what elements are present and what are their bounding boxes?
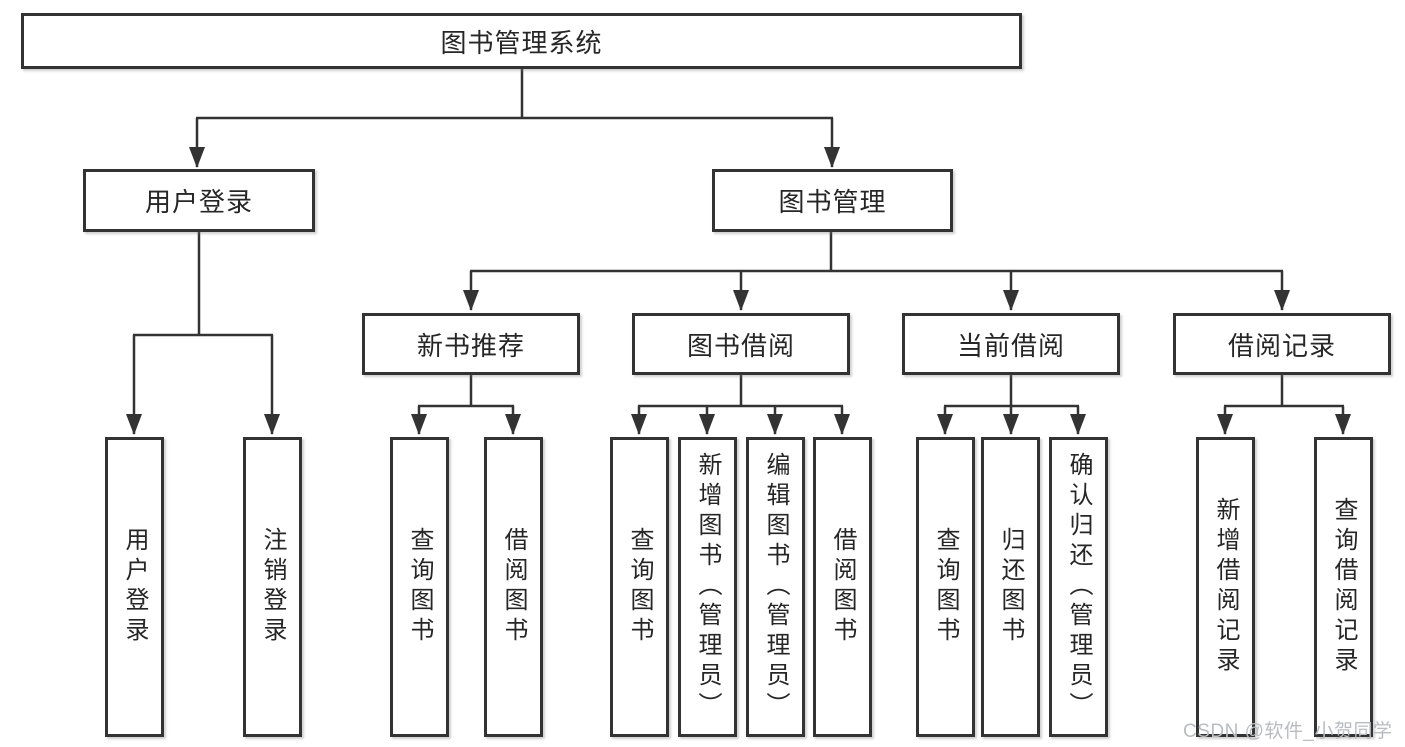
leaf-query-borrow-record: 查询借阅记录 — [1314, 437, 1373, 737]
node-book-management: 图书管理 — [712, 169, 953, 232]
leaf-borrow-books-recommend: 借阅图书 — [484, 437, 543, 737]
leaf-logout: 注销登录 — [243, 437, 302, 737]
leaf-add-books-admin: 新增图书（管理员） — [678, 437, 737, 737]
leaf-query-books-borrowing: 查询图书 — [610, 437, 669, 737]
node-current-borrowing: 当前借阅 — [902, 313, 1120, 375]
leaf-edit-books-admin: 编辑图书（管理员） — [746, 437, 805, 737]
watermark-csdn: CSDN @软件_小贺同学 — [1183, 721, 1393, 742]
leaf-borrow-books: 借阅图书 — [813, 437, 872, 737]
leaf-confirm-return-admin: 确认归还（管理员） — [1049, 437, 1108, 737]
node-new-book-recommendation: 新书推荐 — [362, 313, 580, 375]
node-book-borrowing: 图书借阅 — [632, 313, 850, 375]
node-library-management-system: 图书管理系统 — [21, 13, 1022, 69]
leaf-user-login: 用户登录 — [105, 437, 164, 737]
leaf-query-books-recommend: 查询图书 — [390, 437, 449, 737]
leaf-query-books-current: 查询图书 — [916, 437, 975, 737]
leaf-return-books: 归还图书 — [981, 437, 1040, 737]
leaf-add-borrow-record: 新增借阅记录 — [1196, 437, 1255, 737]
node-user-login: 用户登录 — [83, 169, 315, 232]
node-borrowing-records: 借阅记录 — [1173, 313, 1391, 375]
